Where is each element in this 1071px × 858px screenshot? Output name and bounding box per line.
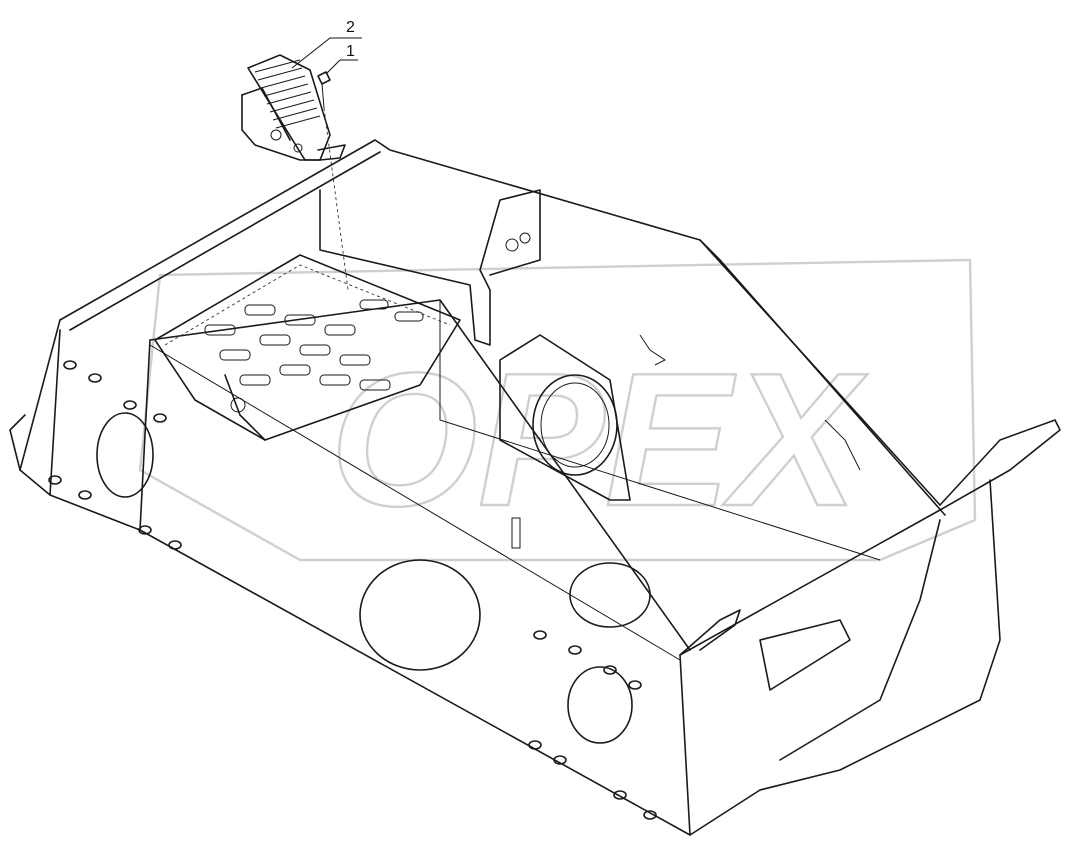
side-hole-1 — [96, 412, 154, 498]
callout-label-2: 2 — [346, 19, 355, 36]
side-hole-3 — [567, 666, 633, 744]
floor-tread-plate — [154, 254, 461, 441]
bolt — [317, 71, 349, 291]
callout-2: 2 — [291, 19, 362, 69]
callout-1: 1 — [325, 43, 358, 75]
chassis-frame — [9, 139, 1061, 836]
opex-watermark: OPEX — [138, 258, 977, 562]
side-hole-2 — [359, 559, 481, 671]
watermark-text: OPEX — [330, 334, 868, 546]
callout-label-1: 1 — [346, 43, 355, 60]
bulkhead-hole — [532, 374, 618, 476]
accelerator-pedal — [241, 54, 346, 161]
side-hole-4 — [569, 562, 651, 628]
